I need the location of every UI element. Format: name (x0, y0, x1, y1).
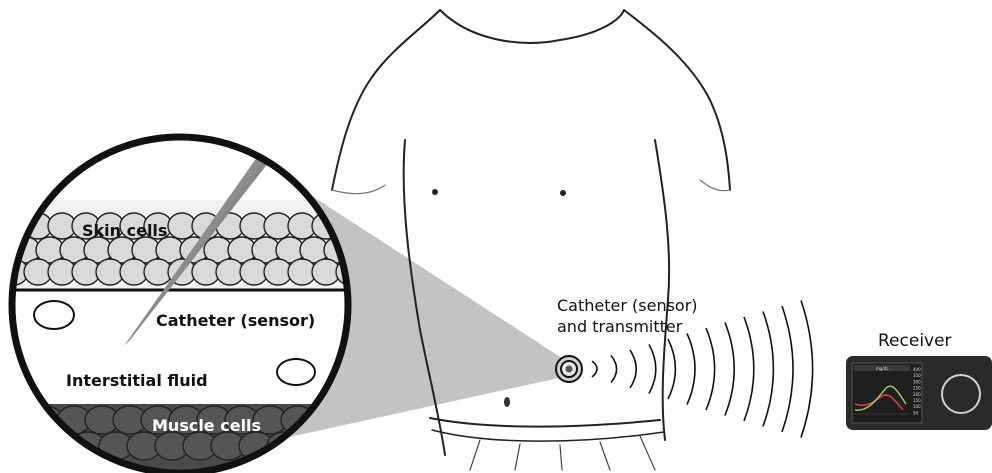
nipple-right (560, 190, 566, 196)
skin-cell (0, 213, 4, 239)
signal-arc (592, 361, 597, 377)
label-muscle-cells: Muscle cells (152, 416, 261, 435)
receiver-scale-label: 150 (913, 398, 921, 403)
receiver-header-unit: mg/dL (876, 366, 889, 371)
label-catheter-inset: Catheter (sensor) (156, 311, 315, 330)
signal-arc (763, 312, 773, 427)
signal-arc (706, 328, 715, 410)
receiver-scale-label: 300 (913, 379, 921, 384)
skin-cell-layer (0, 213, 376, 285)
muscle-cell (15, 432, 49, 460)
interstitial-cell (34, 301, 74, 329)
skin-cell (0, 237, 16, 263)
signal-arc (611, 356, 617, 383)
receiver-scale-label: 350 (913, 373, 921, 378)
signal-arc (668, 339, 675, 399)
signal-arc (782, 306, 793, 432)
signal-arc (630, 350, 636, 388)
label-skin-cells: Skin cells (82, 221, 167, 240)
skin-cell (0, 259, 4, 285)
receiver-scale-label: 50 (913, 410, 919, 415)
muscle-cell (323, 432, 357, 460)
receiver-scale-label: 200 (913, 392, 921, 397)
muscle-cell (295, 432, 329, 460)
sensor-transmitter-icon (556, 356, 582, 382)
interstitial-cell (277, 359, 315, 385)
signal-arc (649, 345, 656, 394)
label-catheter-transmitter-2: and transmitter (557, 317, 683, 336)
navel (504, 397, 510, 407)
signal-arc (744, 317, 754, 421)
signal-arc (687, 334, 695, 405)
nipple-left (432, 189, 438, 195)
receiver-scale-label: 400 (913, 367, 921, 372)
label-catheter-transmitter-1: Catheter (sensor) (557, 296, 698, 315)
muscle-cell (0, 432, 21, 460)
muscle-cell (351, 432, 385, 460)
muscle-cell (1, 406, 35, 434)
signal-arc (801, 301, 813, 438)
label-receiver: Receiver (878, 331, 952, 351)
receiver-scale-label: 100 (913, 404, 921, 409)
receiver-scale-label: 250 (913, 386, 921, 391)
label-interstitial-fluid: Interstitial fluid (66, 371, 208, 390)
muscle-cell (0, 406, 7, 434)
signal-arc (725, 323, 734, 416)
